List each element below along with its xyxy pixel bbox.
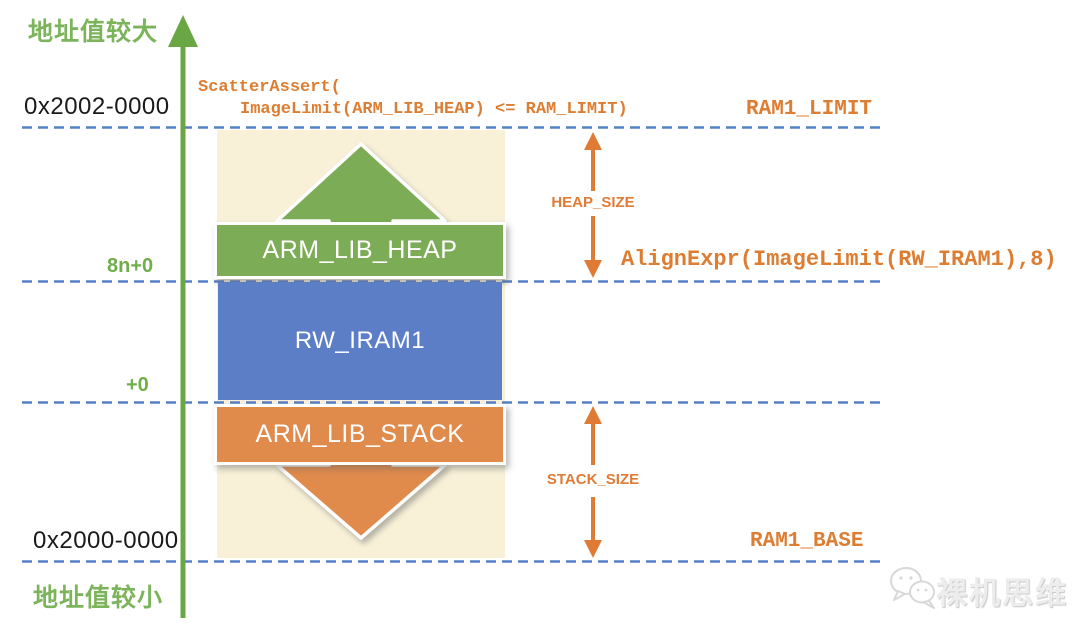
address-axis-arrowhead-icon [168, 15, 198, 47]
stack-size-label: STACK_SIZE [546, 471, 640, 488]
stack-region-label: ARM_LIB_STACK [255, 420, 465, 448]
address-value-top: 0x2002-0000 [24, 93, 170, 120]
ram1-limit-label: RAM1_LIMIT [746, 98, 873, 121]
align-expr-label: AlignExpr(ImageLimit(RW_IRAM1),8) [621, 247, 1057, 272]
align-label-8n0: 8n+0 [107, 255, 154, 277]
wechat-logo-icon [890, 567, 935, 609]
axis-label-lower-address: 地址值较小 [33, 584, 164, 612]
ram-region-label: RW_IRAM1 [294, 327, 426, 354]
watermark-text: 裸机思维 [936, 576, 1068, 611]
heap-size-label: HEAP_SIZE [551, 194, 635, 211]
axis-label-higher-address: 地址值较大 [28, 18, 159, 46]
scatter-assert-code-line1: ScatterAssert( [198, 78, 341, 97]
ram1-base-label: RAM1_BASE [750, 530, 864, 553]
address-value-bottom: 0x2000-0000 [33, 527, 179, 554]
scatter-assert-code-line2: ImageLimit(ARM_LIB_HEAP) <= RAM_LIMIT) [240, 100, 628, 119]
ram-region-box: RW_IRAM1 [218, 282, 502, 400]
stack-region-box: ARM_LIB_STACK [214, 404, 506, 465]
heap-region-box: ARM_LIB_HEAP [214, 222, 506, 279]
heap-region-label: ARM_LIB_HEAP [262, 236, 458, 264]
align-label-plus0: +0 [126, 374, 149, 396]
